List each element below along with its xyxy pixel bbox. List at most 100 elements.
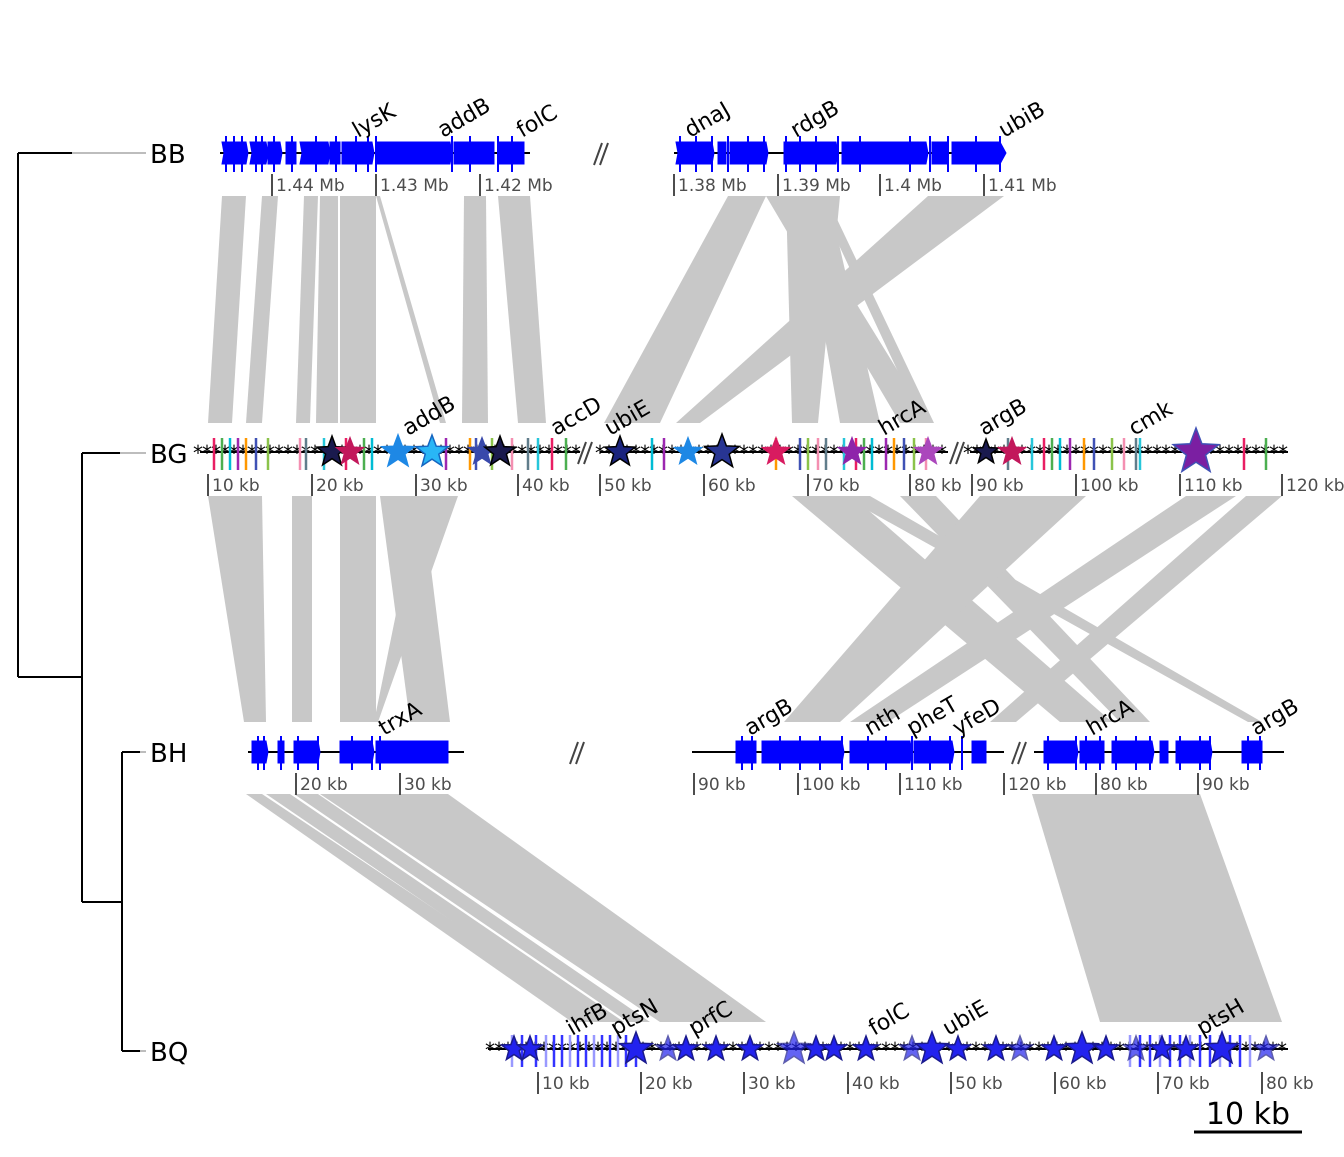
gene-asterisk: * [1152, 441, 1162, 465]
gene-star [836, 435, 868, 466]
gene-asterisk: * [1116, 441, 1126, 465]
gene-arrow [931, 141, 949, 165]
tick-label: 80 kb [1100, 775, 1148, 795]
tick-label: 40 kb [852, 1074, 900, 1094]
gene-label-dnaJ: dnaJ [681, 98, 735, 144]
link-band [208, 196, 246, 423]
gene-asterisk: * [649, 441, 659, 465]
gene-asterisk: * [730, 441, 740, 465]
gene-asterisk: * [963, 441, 973, 465]
break-mark [1017, 741, 1027, 765]
gene-asterisk: * [211, 441, 221, 465]
gene-asterisk: * [703, 441, 713, 465]
track-label-BG: BG [150, 440, 188, 470]
gene-asterisk: * [1278, 441, 1288, 465]
gene-arrow [1175, 740, 1213, 764]
gene-asterisk: * [899, 1038, 909, 1062]
gene-asterisk: * [865, 441, 875, 465]
gene-asterisk: * [883, 441, 893, 465]
gene-asterisk: * [1169, 1038, 1179, 1062]
track-label-BB: BB [150, 140, 186, 170]
gene-label-addB: addB [399, 391, 460, 441]
gene-asterisk: * [595, 441, 605, 465]
gene-asterisk: * [382, 441, 392, 465]
tick-label: 100 kb [802, 775, 861, 795]
gene-arrow [1111, 740, 1155, 764]
scale-bar-label: 10 kb [1206, 1097, 1290, 1132]
gene-asterisk: * [409, 441, 419, 465]
gene-star [913, 1029, 951, 1065]
gene-asterisk: * [990, 441, 1000, 465]
gene-asterisk: * [1206, 441, 1216, 465]
gene-star [515, 1033, 545, 1062]
break-mark [599, 142, 609, 166]
gene-label-cmk: cmk [1125, 396, 1178, 441]
gene-star [735, 1033, 765, 1062]
gene-arrow [453, 141, 495, 165]
tick-label: 1.41 Mb [988, 176, 1057, 196]
tick-label: 90 kb [976, 476, 1024, 496]
gene-asterisk: * [274, 441, 284, 465]
gene-asterisk: * [1170, 441, 1180, 465]
gene-label-yfeD: yfeD [949, 694, 1006, 741]
link-band [1032, 794, 1140, 1022]
gene-asterisk: * [202, 441, 212, 465]
tick-label: 110 kb [1184, 476, 1243, 496]
gene-asterisk: * [728, 1038, 738, 1062]
gene-star [1121, 1033, 1151, 1062]
tick-label: 1.4 Mb [884, 176, 942, 196]
tick-label: 70 kb [812, 476, 860, 496]
link-band [462, 196, 488, 423]
tick-label: 1.42 Mb [484, 176, 553, 196]
gene-star [819, 1033, 849, 1062]
gene-star [760, 435, 792, 466]
gene-star [981, 1033, 1011, 1062]
gene-arrow [849, 740, 913, 764]
gene-asterisk: * [193, 441, 203, 465]
gene-asterisk: * [872, 1038, 882, 1062]
gene-asterisk: * [647, 1038, 657, 1062]
gene-asterisk: * [829, 441, 839, 465]
tick-label: 10 kb [542, 1074, 590, 1094]
gene-asterisk: * [971, 1038, 981, 1062]
tick-label: 20 kb [300, 775, 348, 795]
tick-label: 1.39 Mb [782, 176, 851, 196]
gene-star [1005, 1033, 1035, 1062]
gene-star [775, 1029, 813, 1065]
gene-asterisk: * [494, 1038, 504, 1062]
gene-asterisk: * [584, 1038, 594, 1062]
gene-star [602, 433, 638, 467]
tick-label: 100 kb [1080, 476, 1139, 496]
gene-star [996, 435, 1028, 466]
tick-label: 30 kb [748, 1074, 796, 1094]
break-mark [593, 142, 603, 166]
gene-asterisk: * [1044, 441, 1054, 465]
gene-asterisk: * [1098, 441, 1108, 465]
link-band [316, 196, 338, 423]
gene-star [851, 1033, 881, 1062]
gene-asterisk: * [292, 441, 302, 465]
break-mark [577, 441, 587, 465]
gene-asterisk: * [980, 1038, 990, 1062]
gene-star [1251, 1033, 1281, 1062]
gene-asterisk: * [1241, 1038, 1251, 1062]
gene-asterisk: * [1062, 441, 1072, 465]
link-band [604, 196, 766, 423]
tick-label: 90 kb [698, 775, 746, 795]
break-mark [1011, 741, 1021, 765]
gene-star [482, 433, 518, 467]
gene-asterisk: * [962, 1038, 972, 1062]
link-band [990, 496, 1282, 722]
gene-asterisk: * [238, 441, 248, 465]
gene-star [1203, 1029, 1241, 1065]
gene-asterisk: * [1053, 441, 1063, 465]
link-band [208, 496, 266, 722]
gene-asterisk: * [739, 441, 749, 465]
gene-asterisk: * [800, 1038, 810, 1062]
tick-label: 60 kb [1059, 1074, 1107, 1094]
gene-asterisk: * [1251, 441, 1261, 465]
gene-label-argB: argB [1247, 694, 1304, 741]
tick-label: 70 kb [1162, 1074, 1210, 1094]
link-band [784, 496, 1014, 722]
